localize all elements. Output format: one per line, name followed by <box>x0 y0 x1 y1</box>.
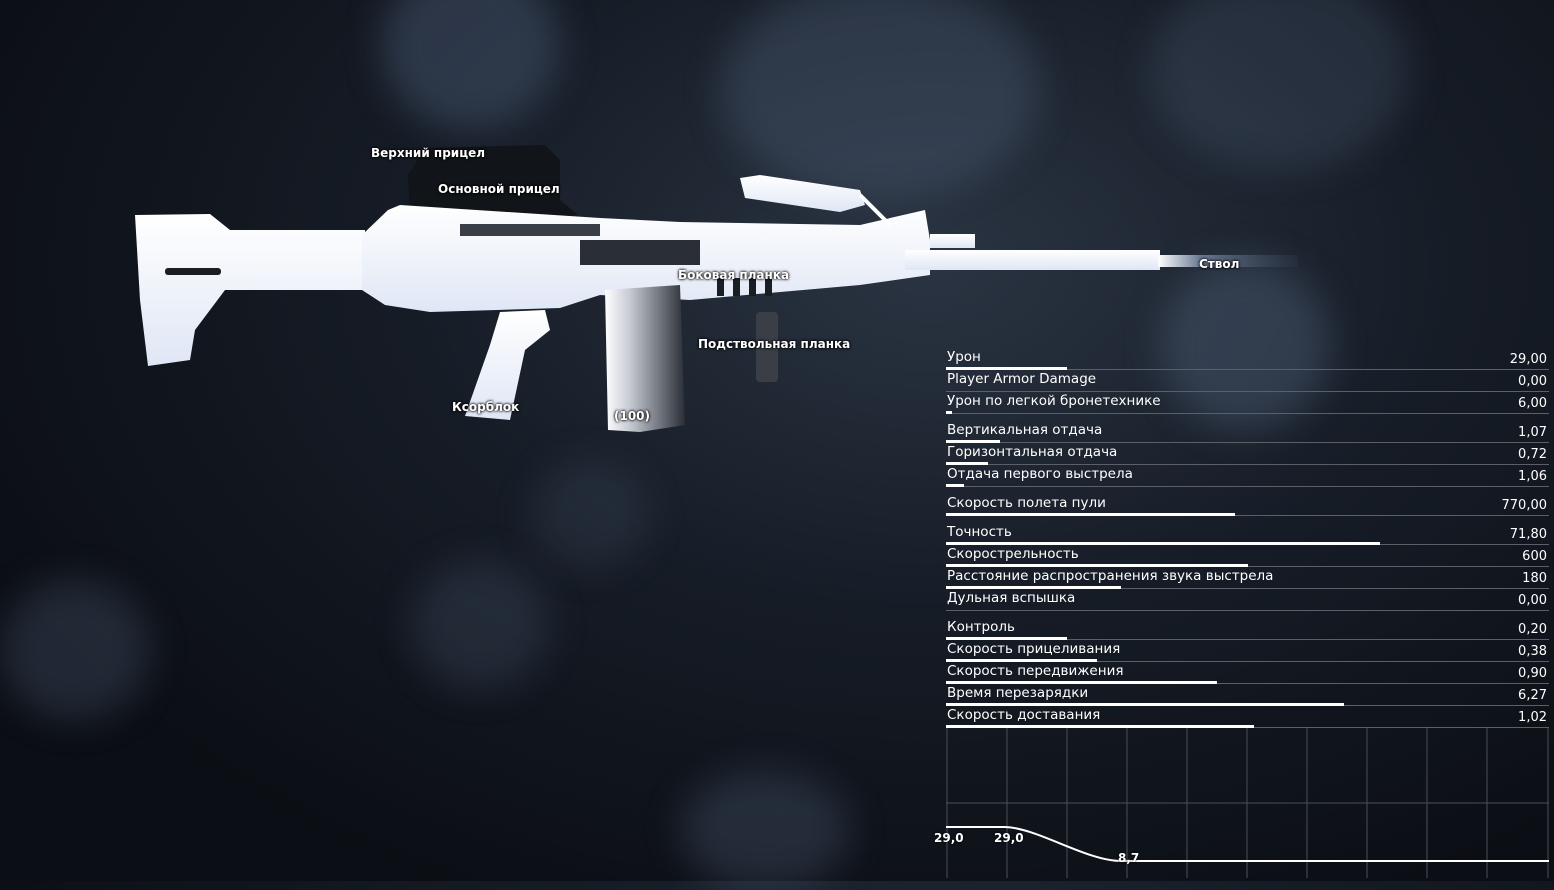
stat-row: Скорострельность 600 <box>946 545 1549 567</box>
stat-bar-track <box>946 442 1549 443</box>
stat-bar-fill <box>946 637 1067 640</box>
stat-bar-track <box>946 588 1549 589</box>
stat-label: Урон по легкой бронетехнике <box>947 393 1161 409</box>
stat-label: Скорость полета пули <box>947 495 1106 511</box>
attachment-magazine[interactable]: (100) <box>614 409 651 423</box>
stat-label: Горизонтальная отдача <box>947 444 1118 460</box>
stat-value: 0,72 <box>1518 447 1547 462</box>
stat-row: Скорость передвижения 0,90 <box>946 662 1549 684</box>
background-bokeh <box>530 460 650 570</box>
stat-label: Расстояние распространения звука выстрел… <box>947 568 1274 584</box>
stat-label: Скорострельность <box>947 546 1079 562</box>
stat-bar-fill <box>946 462 989 465</box>
stat-bar-track <box>946 391 1549 392</box>
stat-row: Скорость полета пули 770,00 <box>946 494 1549 516</box>
stat-value: 29,00 <box>1509 352 1547 367</box>
stat-bar-track <box>946 639 1549 640</box>
background-bokeh <box>680 770 850 890</box>
stat-row: Вертикальная отдача 1,07 <box>946 421 1549 443</box>
stat-bar-track <box>946 661 1549 662</box>
stat-bar-fill <box>946 440 1001 443</box>
stat-row: Точность 71,80 <box>946 523 1549 545</box>
graph-label-start: 29,0 <box>934 831 964 845</box>
stat-value: 0,00 <box>1518 593 1547 608</box>
stat-bar-track <box>946 413 1549 414</box>
stat-row: Контроль 0,20 <box>946 618 1549 640</box>
attachment-main-sight[interactable]: Основной прицел <box>438 182 560 196</box>
stat-bar-track <box>946 464 1549 465</box>
background-bokeh <box>380 0 560 130</box>
stat-row: Скорость доставания 1,02 <box>946 706 1549 728</box>
stat-label: Скорость передвижения <box>947 663 1124 679</box>
stat-bar-track <box>946 610 1549 611</box>
background-bokeh <box>410 560 550 690</box>
stat-bar-fill <box>946 411 953 414</box>
stat-value: 600 <box>1522 549 1547 564</box>
attachment-barrel[interactable]: Ствол <box>1199 257 1240 271</box>
stat-bar-fill <box>946 367 1067 370</box>
stat-row: Расстояние распространения звука выстрел… <box>946 567 1549 589</box>
stat-row: Время перезарядки 6,27 <box>946 684 1549 706</box>
stat-value: 1,02 <box>1518 710 1547 725</box>
stat-value: 71,80 <box>1509 527 1547 542</box>
stat-row: Урон 29,00 <box>946 348 1549 370</box>
stat-row: Player Armor Damage 0,00 <box>946 370 1549 392</box>
stat-bar-track <box>946 566 1549 567</box>
background-bokeh <box>720 0 1040 200</box>
stat-row: Дульная вспышка 0,00 <box>946 589 1549 611</box>
attachment-stock[interactable]: Ксорблок <box>452 400 520 414</box>
stat-value: 6,27 <box>1518 688 1547 703</box>
damage-curve <box>946 826 1549 862</box>
stat-bar-track <box>946 683 1549 684</box>
stat-bar-fill <box>946 564 1248 567</box>
stat-label: Точность <box>947 524 1012 540</box>
stat-value: 0,00 <box>1518 374 1547 389</box>
stat-label: Вертикальная отдача <box>947 422 1103 438</box>
stat-row: Горизонтальная отдача 0,72 <box>946 443 1549 465</box>
stat-bar-fill <box>946 659 1097 662</box>
stat-value: 6,00 <box>1518 396 1547 411</box>
stat-label: Отдача первого выстрела <box>947 466 1133 482</box>
attachment-underbarrel-rail[interactable]: Подствольная планка <box>698 337 851 351</box>
stat-label: Player Armor Damage <box>947 371 1097 387</box>
attachment-side-rail[interactable]: Боковая планка <box>678 268 790 282</box>
stat-bar-track <box>946 486 1549 487</box>
stat-value: 180 <box>1522 571 1547 586</box>
attachment-top-sight[interactable]: Верхний прицел <box>371 146 486 160</box>
stat-value: 1,07 <box>1518 425 1547 440</box>
background-bokeh <box>1160 260 1330 430</box>
stat-bar-track <box>946 369 1549 370</box>
stat-row: Скорость прицеливания 0,38 <box>946 640 1549 662</box>
stat-value: 0,20 <box>1518 622 1547 637</box>
graph-canvas <box>946 728 1549 878</box>
graph-label-end: 8,7 <box>1118 851 1140 865</box>
stat-label: Скорость доставания <box>947 707 1101 723</box>
background-bokeh <box>0 580 150 720</box>
damage-falloff-graph: 29,0 29,0 8,7 <box>934 728 1549 878</box>
stat-bar-track <box>946 515 1549 516</box>
stat-bar-fill <box>946 513 1236 516</box>
stat-label: Контроль <box>947 619 1015 635</box>
stat-label: Дульная вспышка <box>947 590 1076 606</box>
background-bokeh <box>1150 0 1410 170</box>
stat-value: 1,06 <box>1518 469 1547 484</box>
stat-bar-fill <box>946 725 1254 728</box>
graph-label-mid: 29,0 <box>994 831 1024 845</box>
stat-bar-fill <box>946 542 1381 545</box>
stat-label: Урон <box>947 349 981 365</box>
stat-value: 0,90 <box>1518 666 1547 681</box>
stat-bar-fill <box>946 703 1344 706</box>
stat-row: Урон по легкой бронетехнике 6,00 <box>946 392 1549 414</box>
stat-label: Скорость прицеливания <box>947 641 1121 657</box>
stat-value: 770,00 <box>1501 498 1548 513</box>
stat-bar-fill <box>946 681 1218 684</box>
stat-value: 0,38 <box>1518 644 1547 659</box>
stat-label: Время перезарядки <box>947 685 1089 701</box>
stat-bar-fill <box>946 484 965 487</box>
stat-bar-fill <box>946 586 1121 589</box>
stat-row: Отдача первого выстрела 1,06 <box>946 465 1549 487</box>
